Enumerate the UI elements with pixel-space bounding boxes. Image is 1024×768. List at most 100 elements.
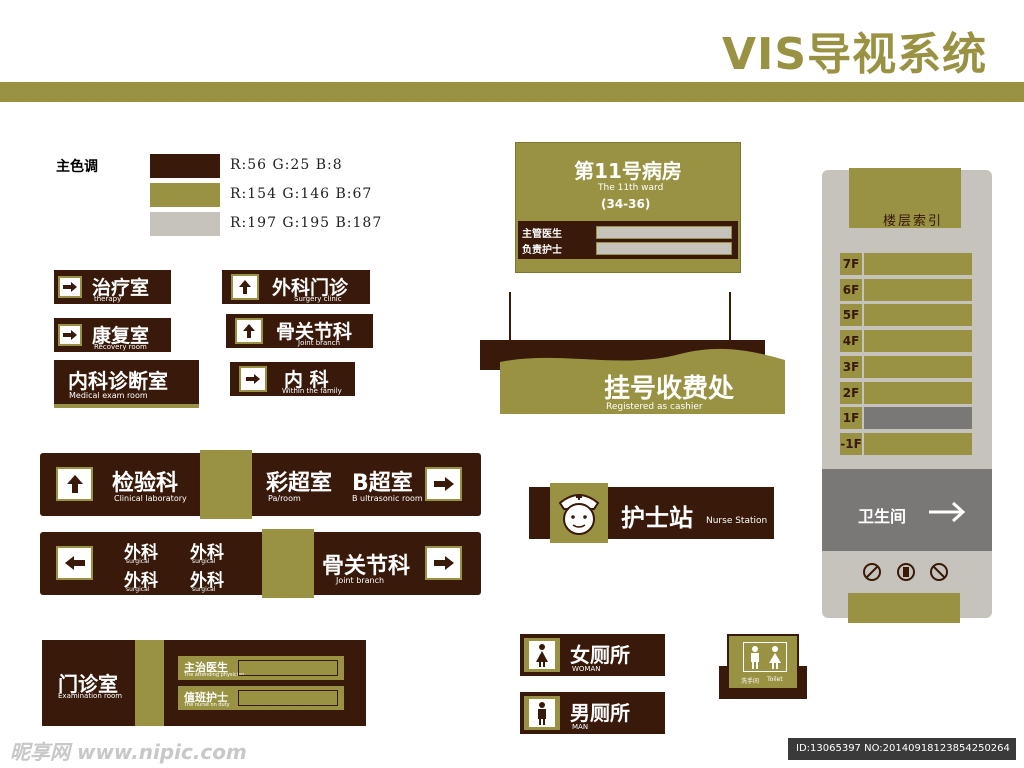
- sign-joint-2-en: Joint branch: [336, 576, 385, 585]
- arrow-left-icon: [56, 546, 93, 580]
- sign-internal: 内 科 Within the family: [230, 362, 355, 396]
- hanger-right: [729, 292, 731, 342]
- sign-joint-1-en: Joint branch: [298, 339, 341, 347]
- sign-joint-1-cn: 骨关节科: [276, 321, 353, 343]
- sign-lab-en: Clinical laboratory: [114, 494, 187, 503]
- arrow-up-icon: [235, 318, 263, 344]
- sign-therapy-cn: 治疗室: [92, 277, 150, 299]
- arrow-up-icon: [56, 467, 93, 501]
- sign-surgical-cn-1: 外科: [124, 543, 158, 563]
- sign-surgical-en-3: surgical: [126, 586, 150, 593]
- sign-nurse-station-cn: 护士站: [621, 504, 693, 532]
- exam-doctor-slot: [238, 660, 338, 676]
- swatch-olive-text: R:154 G:146 B:67: [230, 186, 373, 202]
- floor-index-title: 楼层索引: [883, 214, 944, 229]
- sign-women-cn: 女厕所: [570, 643, 630, 667]
- sign-ward-en: The 11th ward: [598, 183, 664, 193]
- sign-exam-en: Examination room: [58, 692, 123, 700]
- floor-bar: [864, 278, 972, 301]
- palette-label: 主色调: [56, 159, 98, 175]
- sign-nurse-station: 护士站 Nurse Station: [529, 483, 774, 543]
- floor-row: -1F: [840, 432, 972, 455]
- sign-men: 男厕所 MAN: [520, 692, 665, 734]
- men-icon-panel: [524, 696, 560, 730]
- women-icon: [529, 641, 555, 669]
- floor-row: 5F: [840, 304, 972, 327]
- sign-joint-1: 骨关节科 Joint branch: [226, 314, 373, 348]
- sign-joint-2-cn: 骨关节科: [322, 554, 411, 579]
- ward-nurse-label: 负责护士: [522, 245, 562, 256]
- floor-row: 7F: [840, 253, 972, 275]
- sign-ward: 第11号病房 The 11th ward (34-36) 主管医生 负责护士: [515, 142, 741, 273]
- nurse-icon-panel: [550, 483, 608, 543]
- sign-surgical-cn-3: 外科: [124, 571, 158, 591]
- floor-row: 4F: [840, 330, 972, 353]
- sign-women: 女厕所 WOMAN: [520, 634, 665, 676]
- sign-recovery: 康复室 Recovery room: [54, 318, 171, 352]
- ward-doctor-label: 主管医生: [522, 229, 562, 240]
- sign-lab-ultrasound: 检验科 Clinical laboratory 彩超室 Pa/room B超室 …: [40, 450, 481, 519]
- arrow-right-icon: [239, 366, 267, 392]
- floor-row: 2F: [840, 381, 972, 404]
- arrow-right-icon: [58, 276, 82, 298]
- sign-nurse-station-en: Nurse Station: [706, 516, 768, 526]
- sign-surgical-cn-4: 外科: [190, 571, 224, 591]
- men-icon: [529, 699, 555, 727]
- sign-color-us-en: Pa/room: [268, 494, 301, 503]
- restroom-panel: 卫生间: [822, 469, 992, 551]
- exam-doctor-label: 主治医生: [184, 661, 228, 674]
- floor-bar: [864, 304, 972, 327]
- floor-label: 1F: [840, 407, 862, 430]
- sign-divider: [200, 450, 252, 519]
- sign-therapy: 治疗室 therapy: [54, 270, 171, 304]
- floor-label: 7F: [840, 253, 862, 275]
- floor-bar: [864, 253, 972, 275]
- exam-nurse-en: The nurse on duty: [184, 702, 230, 708]
- sign-recovery-cn: 康复室: [92, 325, 150, 347]
- floor-label: 5F: [840, 304, 862, 327]
- header-bar: [0, 82, 1024, 102]
- ward-staff-panel: 主管医生 负责护士: [518, 221, 738, 259]
- sign-divider: [262, 529, 314, 598]
- sign-b-us-cn: B超室: [352, 471, 413, 496]
- nurse-icon: [558, 494, 600, 535]
- sign-medexam-en: Medical exam room: [69, 391, 148, 400]
- sign-cashier-shape: [480, 340, 785, 414]
- arrow-right-icon: [425, 546, 462, 580]
- sign-men-en: MAN: [572, 723, 589, 731]
- swatch-olive: [150, 183, 220, 207]
- arrow-right-icon: [425, 467, 462, 501]
- floor-row: 1F: [840, 407, 972, 430]
- exam-nurse-panel: 值班护士 The nurse on duty: [178, 686, 344, 710]
- pylon-base: [848, 593, 960, 623]
- sign-ward-num: (34-36): [601, 197, 651, 211]
- hanger-left: [509, 292, 511, 342]
- arrow-right-icon: [927, 501, 967, 527]
- sign-toilet-en: Toilet: [767, 676, 783, 683]
- no-pets-icon: [929, 562, 949, 586]
- sign-ward-cn: 第11号病房: [574, 159, 682, 183]
- swatch-brown: [150, 154, 220, 178]
- sign-toilet-cn: 洗手间: [741, 678, 760, 685]
- sign-men-cn: 男厕所: [570, 701, 630, 725]
- restroom-label: 卫生间: [858, 507, 907, 526]
- sign-b-us-en: B ultrasonic room: [352, 494, 423, 503]
- swatch-brown-text: R:56 G:25 B:8: [230, 157, 343, 173]
- exam-doctor-panel: 主治医生 The attending physician: [178, 656, 344, 680]
- sign-color-us-cn: 彩超室: [266, 471, 333, 496]
- sign-medexam: 内科诊断室 Medical exam room: [54, 360, 199, 408]
- floor-label: 4F: [840, 330, 862, 353]
- exam-nurse-slot: [238, 690, 338, 706]
- sign-cashier-en: Registered as cashier: [606, 402, 703, 412]
- sign-recovery-en: Recovery room: [94, 343, 147, 351]
- sign-internal-cn: 内 科: [284, 369, 329, 391]
- floor-label: 2F: [840, 381, 862, 404]
- sign-medexam-cn: 内科诊断室: [68, 369, 168, 393]
- swatch-grey: [150, 212, 220, 236]
- sign-surgical-en-2: surgical: [192, 558, 216, 565]
- sign-toilet: 洗手间 Toilet: [727, 634, 799, 690]
- sign-surgical-joint: 外科 surgical 外科 surgical 外科 surgical 外科 s…: [40, 529, 481, 598]
- sign-women-en: WOMAN: [572, 665, 601, 673]
- sign-cashier-cn: 挂号收费处: [604, 374, 735, 404]
- floor-label: 6F: [840, 278, 862, 301]
